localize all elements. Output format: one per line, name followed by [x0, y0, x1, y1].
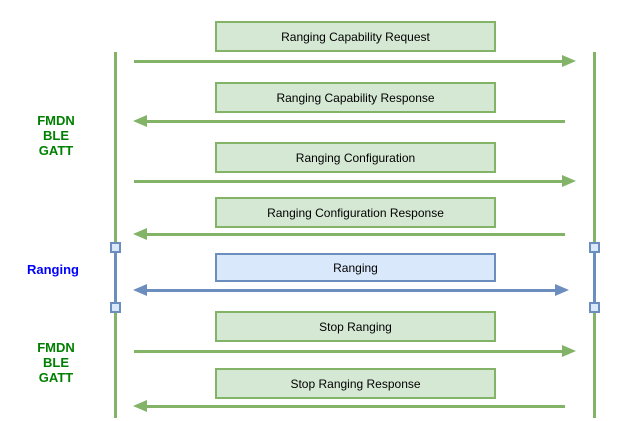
right-lifeline [593, 52, 596, 418]
arrow-line-ranging-configuration-response [147, 233, 565, 236]
message-box-ranging-configuration-response: Ranging Configuration Response [215, 197, 496, 228]
message-box-ranging-capability-response: Ranging Capability Response [215, 82, 496, 113]
arrowhead-left-icon [133, 115, 147, 127]
arrowhead-left-icon [133, 400, 147, 412]
arrowhead-right-icon [562, 175, 576, 187]
phase-label-fmdn-ble-gatt-top: FMDN BLE GATT [37, 113, 75, 158]
left-lifeline [114, 52, 117, 418]
right-ranging-end-node [589, 302, 600, 313]
left-lifeline-ranging-segment [114, 247, 117, 308]
arrowhead-left-icon [133, 284, 147, 296]
arrow-line-ranging [147, 289, 555, 292]
arrow-line-ranging-capability-response [147, 120, 565, 123]
right-ranging-start-node [589, 242, 600, 253]
left-ranging-start-node [110, 242, 121, 253]
message-box-ranging: Ranging [215, 253, 496, 282]
arrow-line-ranging-capability-request [134, 60, 562, 63]
arrowhead-right-icon [555, 284, 569, 296]
arrow-line-ranging-configuration [134, 180, 562, 183]
arrow-line-stop-ranging [134, 350, 562, 353]
left-ranging-end-node [110, 302, 121, 313]
arrowhead-left-icon [133, 228, 147, 240]
message-box-stop-ranging-response: Stop Ranging Response [215, 368, 496, 399]
message-box-ranging-capability-request: Ranging Capability Request [215, 21, 496, 52]
arrowhead-right-icon [562, 55, 576, 67]
message-box-stop-ranging: Stop Ranging [215, 311, 496, 342]
message-box-ranging-configuration: Ranging Configuration [215, 142, 496, 173]
phase-label-ranging: Ranging [27, 262, 79, 277]
right-lifeline-ranging-segment [593, 247, 596, 308]
arrow-line-stop-ranging-response [147, 405, 565, 408]
phase-label-fmdn-ble-gatt-bottom: FMDN BLE GATT [37, 340, 75, 385]
arrowhead-right-icon [562, 345, 576, 357]
